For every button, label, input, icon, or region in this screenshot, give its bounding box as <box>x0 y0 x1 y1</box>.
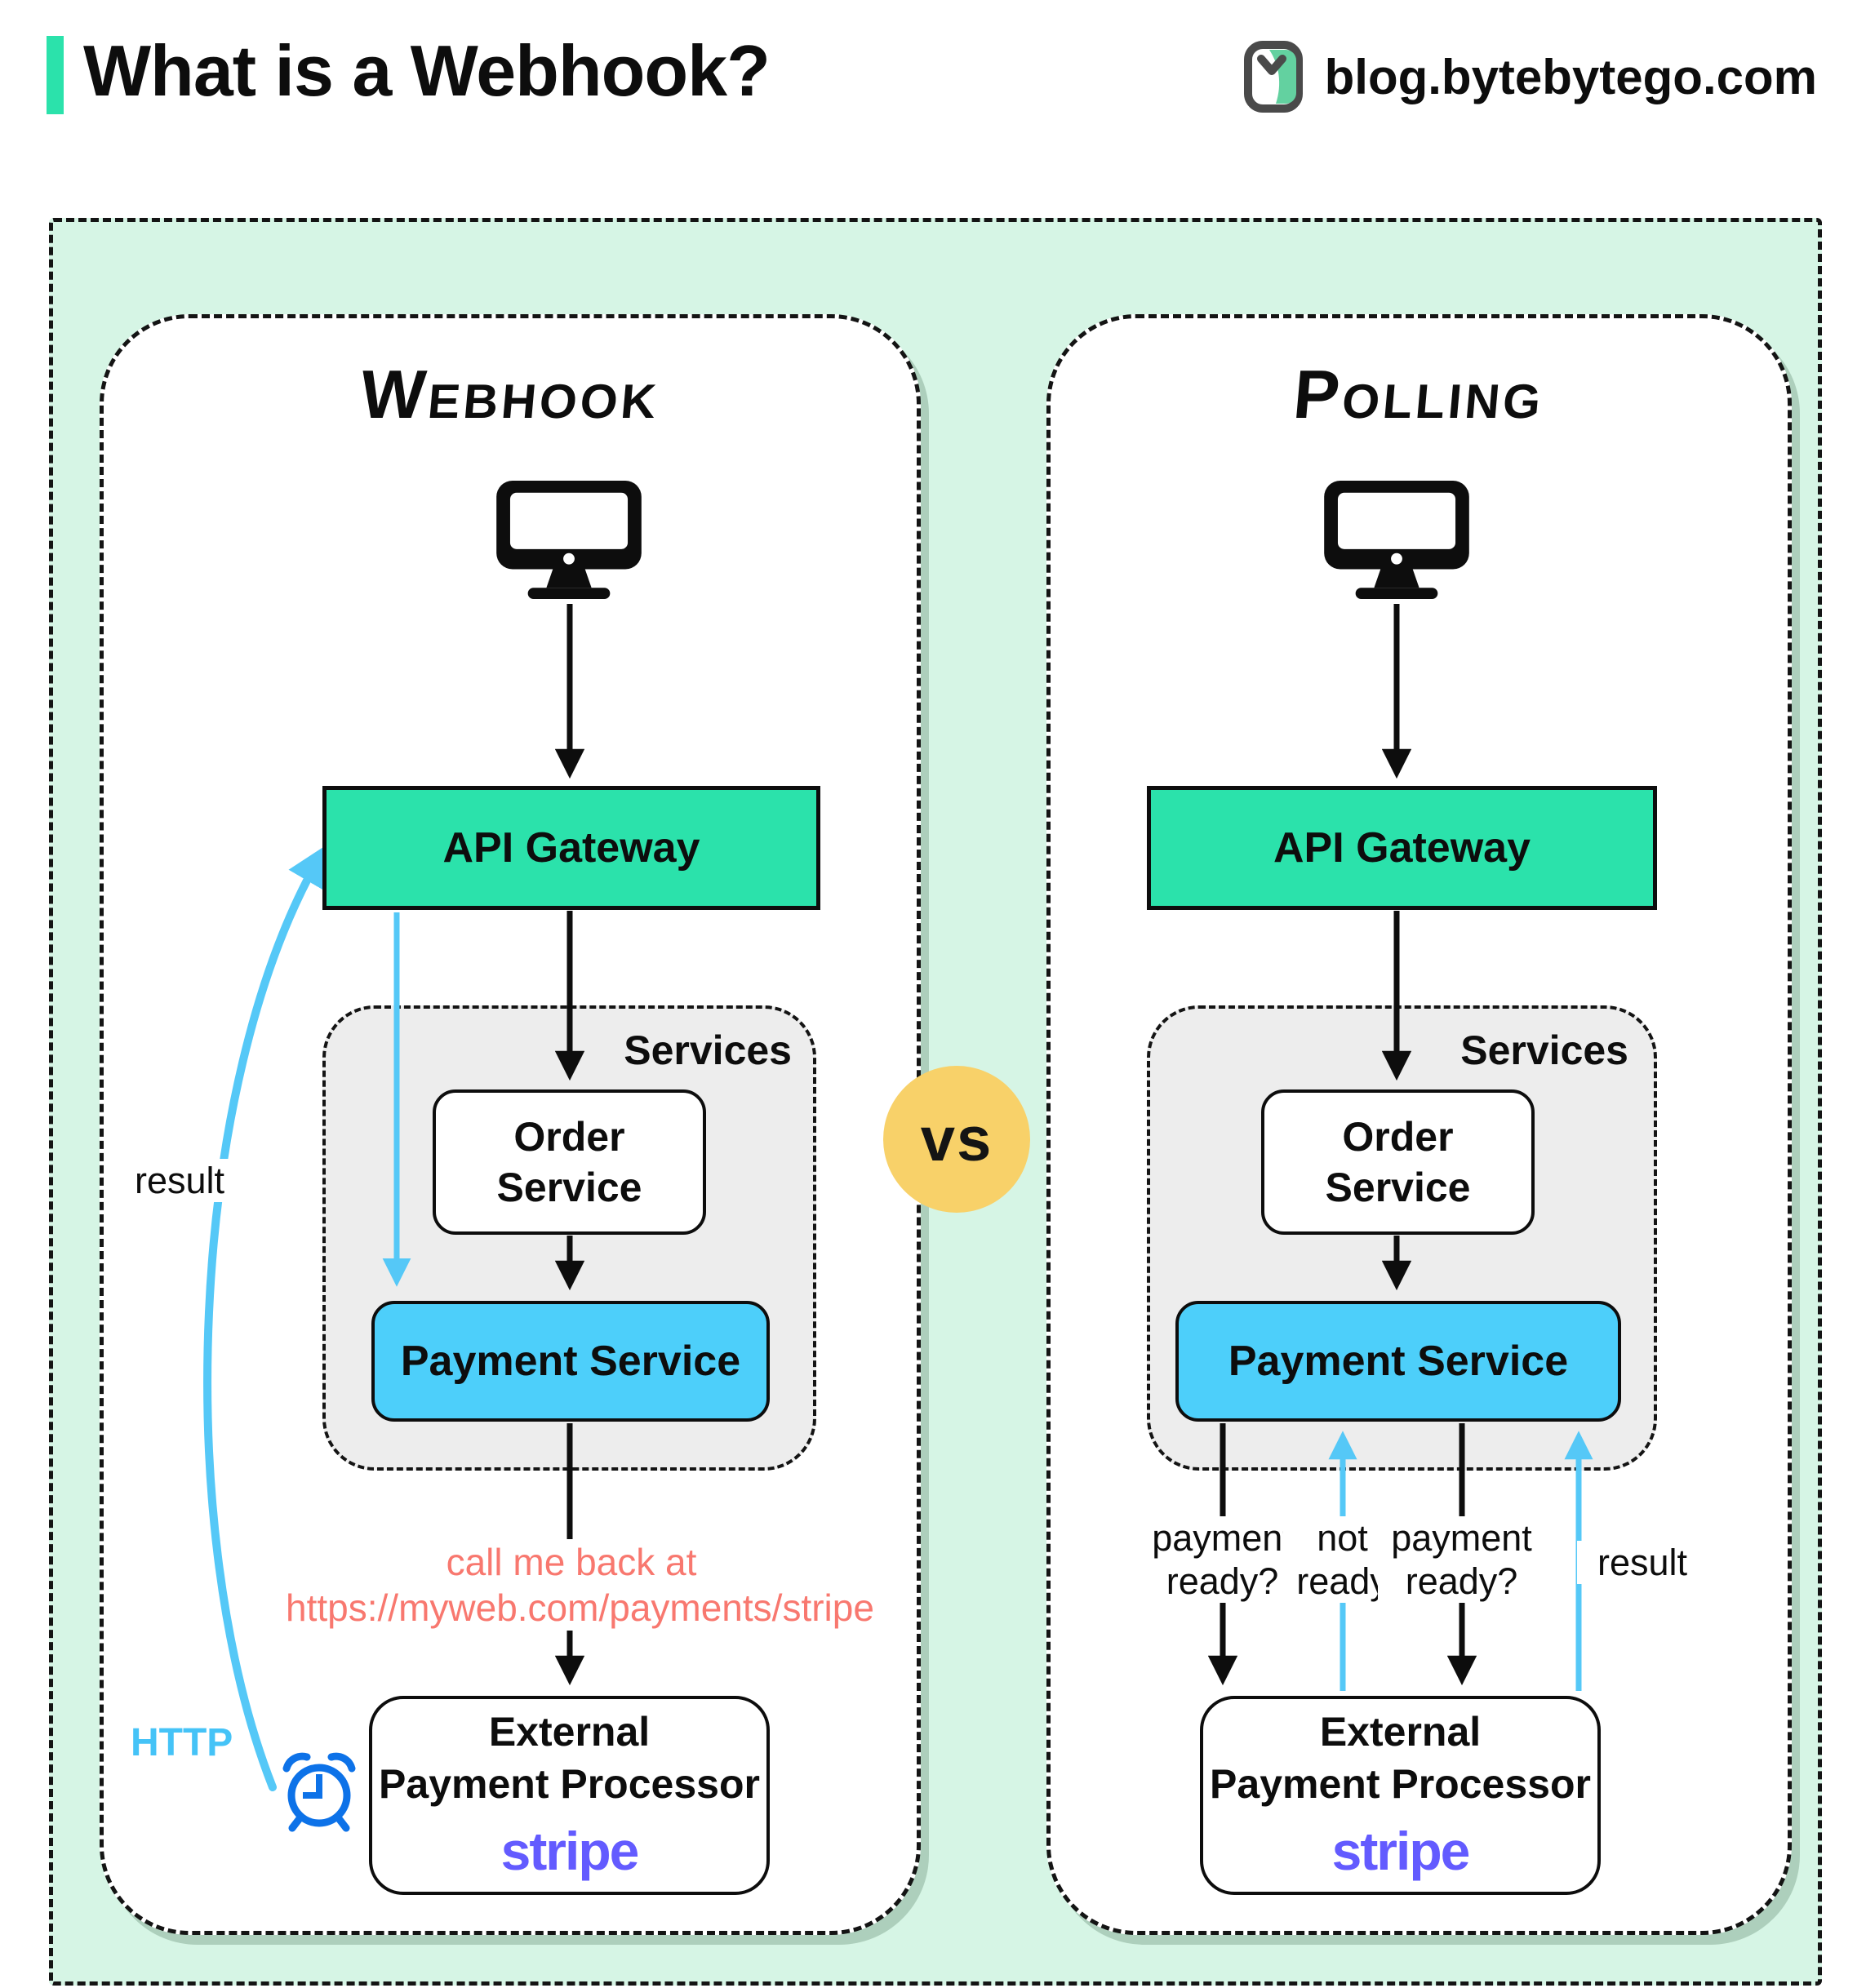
bytebytego-logo-icon <box>1243 41 1303 113</box>
page-title: What is a Webhook? <box>83 30 771 111</box>
api-gateway-box-polling: API Gateway <box>1147 786 1657 910</box>
stripe-logo: stripe <box>500 1820 640 1881</box>
poll-label-payment-ready-1: payment ready? <box>1139 1516 1306 1604</box>
payment-service-box-polling: Payment Service <box>1175 1301 1621 1422</box>
external-processor-box-webhook: External Payment Processor stripe <box>369 1696 770 1895</box>
brand-url: blog.bytebytego.com <box>1324 49 1817 104</box>
external-processor-box-polling: External Payment Processor stripe <box>1200 1696 1601 1895</box>
client-computer-icon <box>1324 480 1469 600</box>
payment-service-box-webhook: Payment Service <box>371 1301 770 1422</box>
alarm-clock-icon <box>282 1752 356 1832</box>
callback-note-line2: https://myweb.com/payments/stripe <box>286 1586 874 1630</box>
order-service-box-webhook: Order Service <box>433 1089 706 1235</box>
callback-note-line1: call me back at <box>446 1541 697 1583</box>
api-gateway-box-webhook: API Gateway <box>322 786 820 910</box>
external-line2: Payment Processor <box>379 1760 760 1807</box>
callback-note: call me back at https://myweb.com/paymen… <box>286 1539 874 1631</box>
external-line2: Payment Processor <box>1210 1760 1591 1807</box>
result-label-polling: result <box>1577 1541 1708 1585</box>
arrow-http-result-curve <box>203 845 327 1791</box>
services-label-webhook: Services <box>624 1027 792 1073</box>
client-computer-icon <box>496 480 642 600</box>
title-accent-bar <box>47 36 64 114</box>
external-line1: External <box>1319 1708 1482 1755</box>
result-label-webhook: result <box>122 1159 237 1203</box>
services-label-polling: Services <box>1460 1027 1628 1073</box>
brand-block: blog.bytebytego.com <box>1242 39 1817 114</box>
poll-label-payment-ready-2: payment ready? <box>1378 1516 1545 1604</box>
external-line1: External <box>488 1708 651 1755</box>
vs-badge: vs <box>883 1066 1030 1213</box>
stripe-logo: stripe <box>1331 1820 1471 1881</box>
order-service-box-polling: Order Service <box>1261 1089 1535 1235</box>
http-label: HTTP <box>131 1721 233 1764</box>
